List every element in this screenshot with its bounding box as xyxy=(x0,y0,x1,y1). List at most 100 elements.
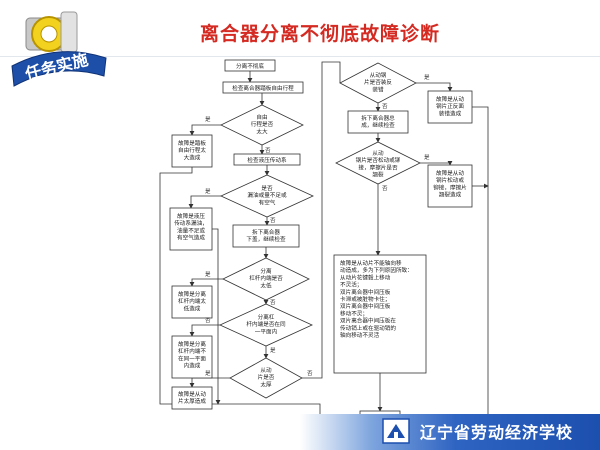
label-line: 故障是从动片不能轴向移 xyxy=(340,259,402,267)
decision-free-travel: 自由行程是否太大 xyxy=(220,104,304,146)
label-line: 装错 xyxy=(372,85,384,93)
label-no: 否 xyxy=(382,103,388,110)
connector-line xyxy=(189,124,221,136)
decision-disc-reversed-label: 从动钢片是否装反装错 xyxy=(364,71,392,93)
label-line: 翘裂造成 xyxy=(439,191,462,199)
label-line: 自由行程太 xyxy=(178,146,206,154)
decision-lever-plane-label: 分离杠杆内端是否在同一平面内 xyxy=(246,313,286,335)
label-line: 自由 xyxy=(256,113,267,121)
label-line: 双片离合器中间压板 xyxy=(340,302,391,310)
connector-line xyxy=(188,195,221,209)
label-line: 一平面内 xyxy=(255,327,278,335)
fault-lever-plane-label: 故障是分离杠杆内端不在同一平面内造成 xyxy=(178,340,206,370)
decision-free-travel-label: 自由行程是否太大 xyxy=(251,113,274,135)
label-no: 否 xyxy=(382,185,388,192)
label-line: 钢片是否松动或铆 xyxy=(356,156,401,164)
label-line: 片是否装反 xyxy=(364,78,392,86)
label-line: 故障是从动 xyxy=(436,95,464,103)
fault-hydraulic-label: 故障是液压传动系漏油，油量不足或有空气造成 xyxy=(174,212,208,242)
label-yes: 是 xyxy=(424,154,430,161)
label-line: 片太厚造成 xyxy=(178,397,206,405)
fault-lever-plane: 故障是分离杠杆内端不在同一平面内造成 xyxy=(171,335,213,379)
label-line: 传动销上或在驱动销的 xyxy=(340,324,396,332)
fault-disc-loose-label: 故障是从动钢片松动或铆接，摩擦片翘裂造成 xyxy=(433,169,467,199)
label-line: 轴向移动不灵活 xyxy=(340,331,380,339)
label-line: 在同一平面 xyxy=(178,354,206,362)
label-line: 下盖，继续检查 xyxy=(246,235,286,243)
decision-disc-loose: 从动钢片是否松动或铆接，摩擦片是否翘裂 xyxy=(335,141,421,185)
connector-line xyxy=(420,161,453,166)
label-line: 有空气造成 xyxy=(177,234,205,242)
label-line: 移动不灵； xyxy=(340,309,368,317)
decision-disc-thick: 从动片是否太厚 xyxy=(229,357,303,399)
label-line: 杠杆内端是否 xyxy=(249,274,283,282)
decision-disc-thick-label: 从动片是否太厚 xyxy=(258,367,275,388)
label-line: 片是否 xyxy=(258,373,275,381)
title-divider xyxy=(0,56,600,57)
node-disassemble-label: 拆下离合器总成，继续检查 xyxy=(361,114,395,129)
label-line: 行程是否 xyxy=(251,120,274,128)
fault-other-causes-label: 故障是从动片不能轴向移动造成，多为下列原因所致：从动片花键毂上移动不灵活；双片离… xyxy=(340,259,413,339)
fault-pedal-label: 故障是踏板自由行程太大造成 xyxy=(178,139,206,161)
label-line: 从动钢 xyxy=(370,71,387,79)
label-yes: 是 xyxy=(205,271,211,278)
label-line: 翘裂 xyxy=(372,171,384,179)
label-line: 分离杠 xyxy=(258,313,275,321)
label-line: 拆下离合器 xyxy=(252,228,280,236)
node-check-free-travel: 检查离合器踏板自由行程 xyxy=(222,81,304,94)
label-line: 钢片正反面 xyxy=(436,102,464,110)
label-line: 分离 xyxy=(260,267,272,275)
label-line: 从动 xyxy=(372,150,384,157)
connector-line xyxy=(189,278,223,287)
label-yes: 是 xyxy=(205,116,211,123)
label-line: 是否 xyxy=(261,185,273,192)
connector-line xyxy=(189,324,220,337)
label-line: 故障是从动 xyxy=(178,390,206,398)
fault-other-causes: 故障是从动片不能轴向移动造成，多为下列原因所致：从动片花键毂上移动不灵活；双片离… xyxy=(333,254,427,374)
label-line: 不灵活； xyxy=(340,281,362,289)
label-line: 卡滞或被脏物卡住； xyxy=(340,295,390,303)
label-line: 动造成，多为下列原因所致： xyxy=(340,266,413,274)
label-line: 传动系漏油， xyxy=(174,219,208,227)
node-check-hydraulic: 检查液压传动系 xyxy=(233,153,301,166)
node-disassemble: 拆下离合器总成，继续检查 xyxy=(347,110,409,134)
label-line: 大造成 xyxy=(184,153,201,161)
decision-disc-loose-label: 从动钢片是否松动或铆接，摩擦片是否翘裂 xyxy=(356,150,401,179)
label-line: 接，摩擦片是否 xyxy=(358,163,398,171)
page-title: 离合器分离不彻底故障诊断 xyxy=(199,23,440,45)
label-line: 故障是液压 xyxy=(177,212,205,220)
fault-disc-thick-label: 故障是从动片太厚造成 xyxy=(178,390,206,405)
label-line: 从动片花键毂上移动 xyxy=(340,273,391,281)
label-line: 双片离合器中间压板 xyxy=(340,288,391,296)
school-name: 辽宁省劳动经济学校 xyxy=(420,423,574,442)
decision-lever-plane: 分离杠杆内端是否在同一平面内 xyxy=(219,303,313,347)
fault-disc-reversed-label: 故障是从动钢片正反面装错造成 xyxy=(436,95,464,117)
label-line: 铆接，摩擦片 xyxy=(433,183,467,191)
label-line: 杠杆内端太 xyxy=(178,297,206,305)
node-start-label: 分离不彻底 xyxy=(236,62,264,70)
node-remove-cover: 拆下离合器下盖，继续检查 xyxy=(232,224,300,248)
fault-hydraulic: 故障是液压传动系漏油，油量不足或有空气造成 xyxy=(169,207,213,251)
label-line: 故障是从动 xyxy=(436,169,464,177)
label-line: 杠杆内端不 xyxy=(178,347,206,355)
fault-disc-reversed: 故障是从动钢片正反面装错造成 xyxy=(427,90,473,124)
label-line: 油量不足或 xyxy=(177,226,205,234)
label-no: 否 xyxy=(270,299,276,306)
connector-line xyxy=(416,82,453,92)
label-line: 从动 xyxy=(260,367,272,374)
label-no: 否 xyxy=(307,370,313,377)
decision-disc-reversed: 从动钢片是否装反装错 xyxy=(339,62,417,104)
fault-lever-low: 故障是分离杠杆内端太低造成 xyxy=(171,285,213,319)
label-line: 双片离合器中间压板在 xyxy=(340,317,396,325)
label-line: 太厚 xyxy=(260,380,272,388)
label-no: 否 xyxy=(270,217,276,224)
connector-line xyxy=(302,61,341,379)
node-remove-cover-label: 拆下离合器下盖，继续检查 xyxy=(246,228,286,243)
connector-line xyxy=(212,228,221,405)
label-line: 内造成 xyxy=(184,362,201,370)
label-line: 钢片松动或 xyxy=(436,176,464,184)
fault-disc-thick: 故障是从动片太厚造成 xyxy=(171,386,213,410)
decision-hydraulic-label: 是否漏油或量不足或有空气 xyxy=(247,185,287,206)
footer-bar xyxy=(0,414,600,450)
fault-lever-low-label: 故障是分离杠杆内端太低造成 xyxy=(178,290,206,312)
